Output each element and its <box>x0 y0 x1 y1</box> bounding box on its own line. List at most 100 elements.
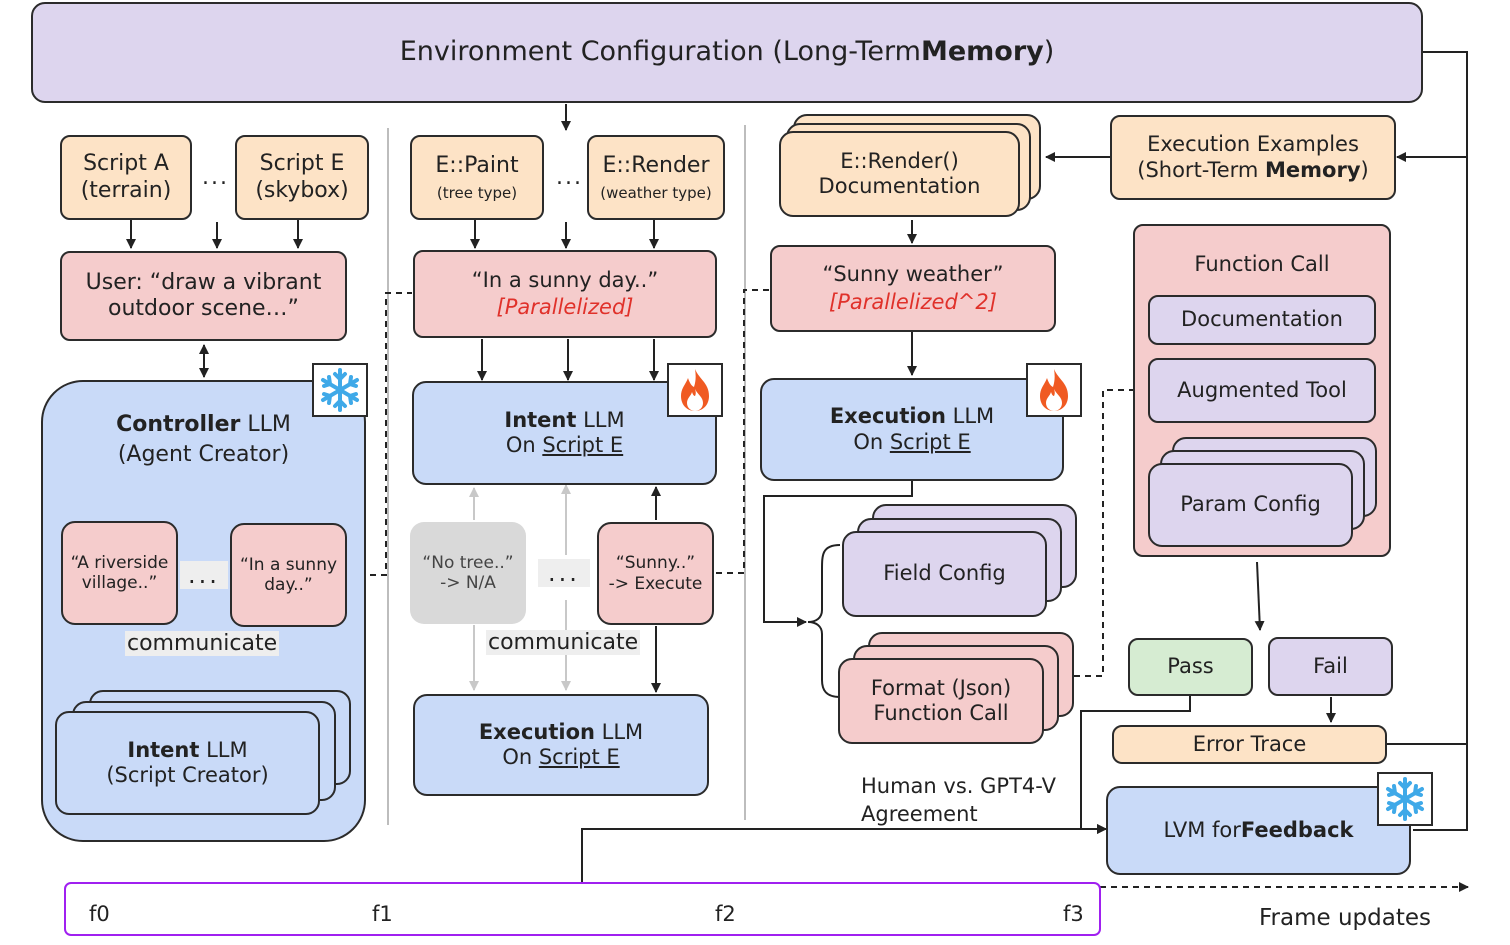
intent-trainable-badge <box>667 363 723 417</box>
col2-communicate-label: communicate <box>486 630 641 655</box>
riverside-line2: village..” <box>81 573 158 593</box>
e-render-title: E::Render <box>602 153 710 179</box>
no-tree-line2: -> N/A <box>440 573 496 593</box>
execution-col2-on: On Script E <box>502 745 619 770</box>
intent-script-link: Script E <box>542 433 624 457</box>
sunny-day-line2: day..” <box>264 575 313 595</box>
pass-box: Pass <box>1128 638 1253 696</box>
sunny-execute-card: “Sunny..” -> Execute <box>597 522 714 625</box>
e-render-sub: (weather type) <box>600 183 712 202</box>
execution-llm-box-col3: Execution LLM On Script E <box>760 378 1064 481</box>
frame-f1: f1 <box>372 902 393 926</box>
execution-col2-bold: Execution <box>478 719 595 744</box>
execution-llm-box-col2: Execution LLM On Script E <box>413 694 709 796</box>
doc-line2: Documentation <box>818 174 981 198</box>
pass-text: Pass <box>1167 654 1214 679</box>
riverside-line1: “A riverside <box>70 552 169 573</box>
execution-col3-title: Execution LLM <box>830 404 994 429</box>
riverside-prompt-card: “A riverside village..” <box>61 521 178 625</box>
fire-icon <box>681 369 709 411</box>
e-render-box: E::Render (weather type) <box>587 135 725 220</box>
error-trace-text: Error Trace <box>1192 731 1307 756</box>
augmented-tool-box: Augmented Tool <box>1148 358 1376 423</box>
execution-col3-rest: LLM <box>945 404 995 429</box>
snowflake-icon <box>321 368 359 412</box>
intent-llm-rest: LLM <box>576 407 625 432</box>
controller-communicate-label: communicate <box>125 631 280 656</box>
col2-middle-dots: ... <box>538 559 590 587</box>
env-memory-text: Memory <box>920 36 1044 68</box>
execution-col3-script-link: Script E <box>889 429 971 454</box>
script-e-title: Script E <box>259 151 345 177</box>
augmented-tool-text: Augmented Tool <box>1177 377 1347 402</box>
script-e-sub: (skybox) <box>255 177 349 203</box>
no-tree-line1: “No tree..” <box>422 552 514 573</box>
fail-box: Fail <box>1268 637 1393 696</box>
intent-llm-title: Intent LLM <box>504 408 624 433</box>
frame-f3: f3 <box>1063 902 1084 926</box>
sunny-execute-line2: -> Execute <box>608 573 703 594</box>
documentation-text: Documentation <box>1181 307 1343 332</box>
execution-col2-rest: LLM <box>594 719 644 744</box>
intent-llm-box: Intent LLM On Script E <box>412 381 717 485</box>
col2-scripts-ellipsis: ... <box>556 165 583 190</box>
sunny-execute-line1: “Sunny..” <box>615 553 696 574</box>
fire-icon <box>1040 369 1068 411</box>
script-a-title: Script A <box>83 151 169 177</box>
intent-creator-title: Intent LLM <box>127 738 247 763</box>
documentation-box: Documentation <box>1148 295 1376 345</box>
function-call-title: Function Call <box>1194 252 1330 276</box>
fail-text: Fail <box>1313 653 1348 678</box>
lvm-feedback-box: LVM for Feedback <box>1106 786 1411 875</box>
environment-configuration-banner: Environment Configuration (Long-Term Mem… <box>31 2 1423 103</box>
sunny-weather-box: “Sunny weather” [Parallelized^2] <box>770 245 1056 332</box>
render-documentation-box: E::Render() Documentation <box>779 131 1020 217</box>
sunny-day-parallel-box: “In a sunny day..” [Parallelized] <box>413 250 717 338</box>
e-paint-sub: (tree type) <box>436 183 518 202</box>
intent-llm-on: On Script E <box>506 433 623 458</box>
sunny-day-text: “In a sunny day..” <box>471 267 659 292</box>
intent-on-text: On <box>505 433 543 457</box>
intent-llm-script-creator: Intent LLM (Script Creator) <box>55 711 320 815</box>
frame-f2: f2 <box>715 902 736 926</box>
execution-col2-title: Execution LLM <box>479 720 643 745</box>
sunny-day-line1: “In a sunny <box>239 554 338 575</box>
sunny-weather-text: “Sunny weather” <box>822 262 1004 287</box>
examples-suffix: ) <box>1360 157 1369 182</box>
examples-line2: (Short-Term Memory) <box>1137 158 1368 183</box>
scripts-ellipsis: ... <box>202 165 229 190</box>
format-line2: Function Call <box>873 701 1009 725</box>
agreement-label: Human vs. GPT4-V Agreement <box>861 772 1056 829</box>
param-config-box: Param Config <box>1148 463 1353 547</box>
parallelized-tag: [Parallelized] <box>496 295 634 319</box>
script-a-box: Script A (terrain) <box>60 135 192 220</box>
field-config-box: Field Config <box>842 531 1047 617</box>
controller-title: Controller LLM <box>116 412 291 438</box>
script-a-sub: (terrain) <box>80 177 172 203</box>
timeline-frame <box>64 882 1101 936</box>
env-suffix: ) <box>1043 36 1055 68</box>
controller-middle-dots: ... <box>180 561 228 589</box>
execution-trainable-badge <box>1026 363 1082 417</box>
intent-creator-bold: Intent <box>127 737 200 762</box>
lvm-prefix: LVM for <box>1163 817 1241 842</box>
lvm-frozen-badge <box>1377 772 1433 826</box>
sunny-day-prompt-card: “In a sunny day..” <box>230 523 347 627</box>
error-trace-box: Error Trace <box>1112 725 1387 764</box>
controller-llm-text: LLM <box>240 412 291 437</box>
examples-line1: Execution Examples <box>1147 132 1359 157</box>
intent-creator-llm: LLM <box>199 737 248 762</box>
controller-sub: (Agent Creator) <box>117 442 290 468</box>
format-json-function-call-box: Format (Json) Function Call <box>838 658 1044 744</box>
e-paint-box: E::Paint (tree type) <box>410 135 544 220</box>
doc-line1: E::Render() <box>840 148 959 173</box>
snowflake-icon <box>1386 777 1424 821</box>
e-paint-title: E::Paint <box>435 153 519 179</box>
execution-col2-on-text: On <box>502 745 539 769</box>
frame-updates-label: Frame updates <box>1259 905 1431 931</box>
execution-examples-box: Execution Examples (Short-Term Memory) <box>1110 115 1396 200</box>
parallelized-squared-tag: [Parallelized^2] <box>829 289 997 314</box>
env-text: Environment Configuration (Long-Term <box>399 36 921 68</box>
param-config-text: Param Config <box>1180 492 1321 517</box>
controller-bold: Controller <box>116 412 241 437</box>
